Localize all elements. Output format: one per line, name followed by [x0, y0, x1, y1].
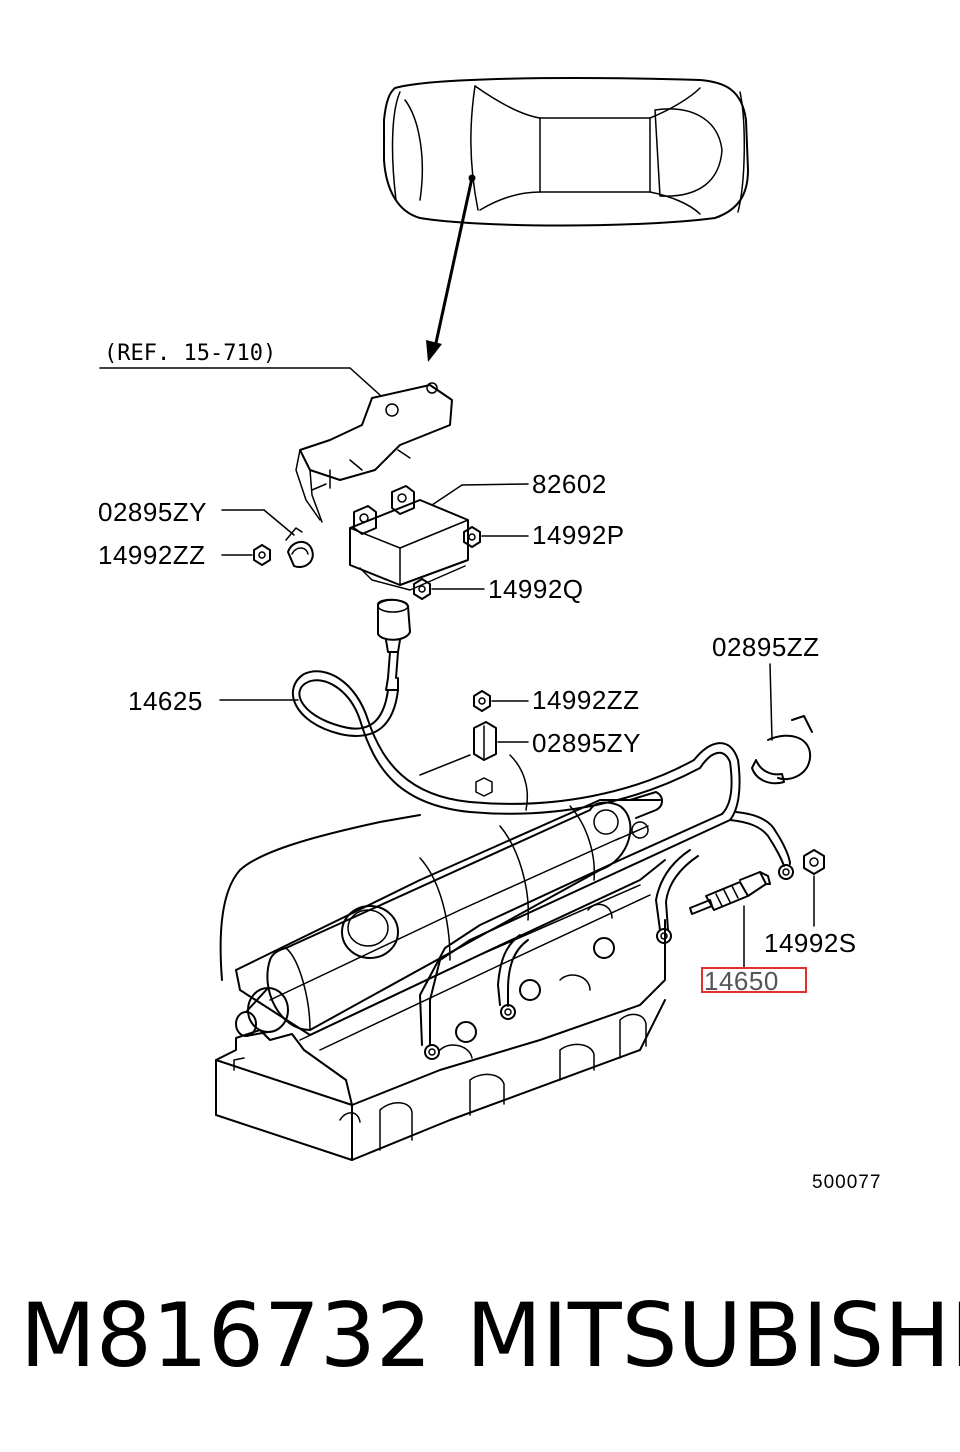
label-02895zz: 02895ZZ	[712, 632, 820, 662]
nut-14992zz-top	[253, 544, 271, 566]
clip-02895zz	[751, 715, 813, 785]
label-14992q: 14992Q	[488, 574, 584, 604]
label-14992zz-top: 14992ZZ	[98, 540, 206, 570]
clip-02895zy-top	[285, 527, 314, 568]
label-14992s: 14992S	[764, 928, 857, 958]
label-02895zy-top: 02895ZY	[98, 497, 207, 527]
label-14625: 14625	[128, 686, 203, 716]
nut-14992s	[803, 849, 825, 875]
label-02895zy-mid: 02895ZY	[532, 728, 641, 758]
label-14992zz-mid: 14992ZZ	[532, 685, 640, 715]
nut-14992p	[463, 526, 481, 548]
harness-14625	[291, 598, 794, 1060]
glow-plug-14650	[689, 871, 771, 915]
clip-02895zy-mid	[473, 721, 497, 797]
engine-block	[215, 791, 666, 1161]
car-illustration	[383, 77, 749, 227]
ref-label: (REF. 15-710)	[104, 341, 276, 366]
brand-name: MITSUBISHI	[466, 1284, 960, 1387]
diagram-code: 500077	[812, 1172, 881, 1193]
nut-14992zz-mid	[473, 690, 491, 712]
part-number: M816732	[20, 1284, 432, 1387]
label-14650: 14650	[704, 966, 779, 996]
pointer-arrow	[426, 176, 474, 362]
label-14992p: 14992P	[532, 520, 625, 550]
relay-82602	[349, 485, 469, 591]
label-82602: 82602	[532, 469, 607, 499]
highlight-box-14650	[701, 967, 807, 993]
nut-14992q	[413, 578, 431, 600]
mounting-bracket	[295, 382, 453, 523]
